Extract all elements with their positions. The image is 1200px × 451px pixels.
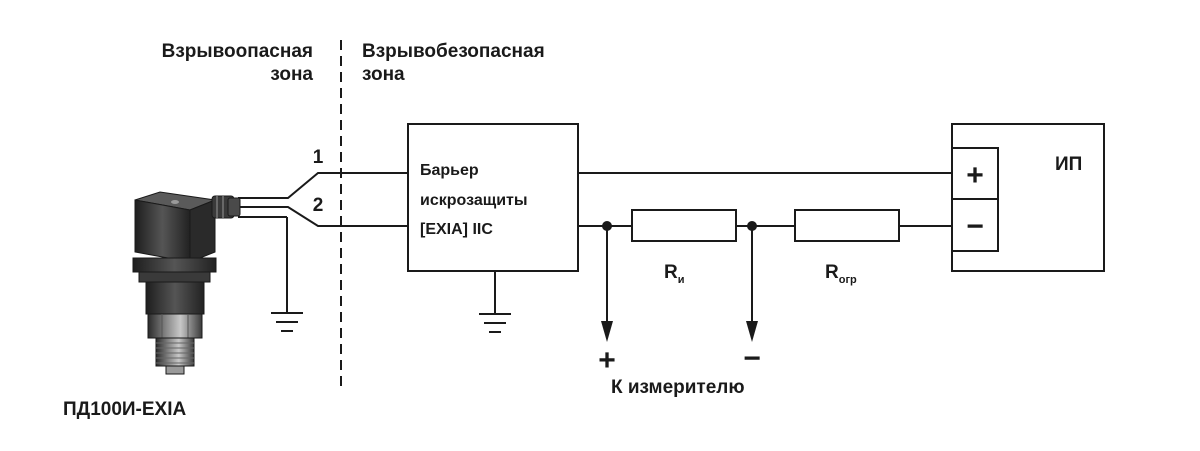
meter-plus-sign: + — [598, 344, 616, 377]
power-supply-minus-sign: − — [966, 210, 984, 243]
resistor-measure-label: Rи — [664, 262, 685, 286]
wire-1-number: 1 — [313, 147, 324, 168]
sensor-label: ПД100И-EXIA — [63, 399, 187, 420]
meter-arrow-positive — [601, 321, 613, 342]
resistor-measure — [631, 209, 737, 242]
hazardous-zone-label: Взрывоопасная — [162, 41, 313, 62]
power-supply-plus-sign: + — [966, 159, 984, 192]
power-supply-plus-terminal — [951, 147, 999, 200]
wire-2 — [238, 206, 408, 227]
resistor-limit-label: Rогр — [825, 262, 857, 286]
resistor-limit — [794, 209, 900, 242]
safe-zone-label-2: зона — [362, 64, 405, 85]
barrier-label-line1: Барьер — [420, 162, 479, 179]
barrier-label-line2: искрозащиты — [420, 192, 528, 209]
pressure-sensor-image — [132, 191, 241, 375]
meter-label: К измерителю — [611, 377, 745, 398]
wire-2-number: 2 — [313, 195, 324, 216]
barrier-box — [407, 123, 579, 272]
meter-minus-sign: − — [743, 342, 761, 375]
power-supply-minus-terminal — [951, 198, 999, 252]
hazardous-zone-label-2: зона — [270, 64, 313, 85]
ground-symbol-sensor — [271, 312, 303, 332]
power-supply-label: ИП — [1055, 154, 1082, 175]
safe-zone-label: Взрывобезопасная — [362, 41, 545, 62]
wire-1 — [238, 172, 408, 199]
meter-arrow-negative — [746, 321, 758, 342]
barrier-label-line3: [EXIA] IIC — [420, 221, 493, 238]
ground-symbol-barrier — [479, 313, 511, 333]
